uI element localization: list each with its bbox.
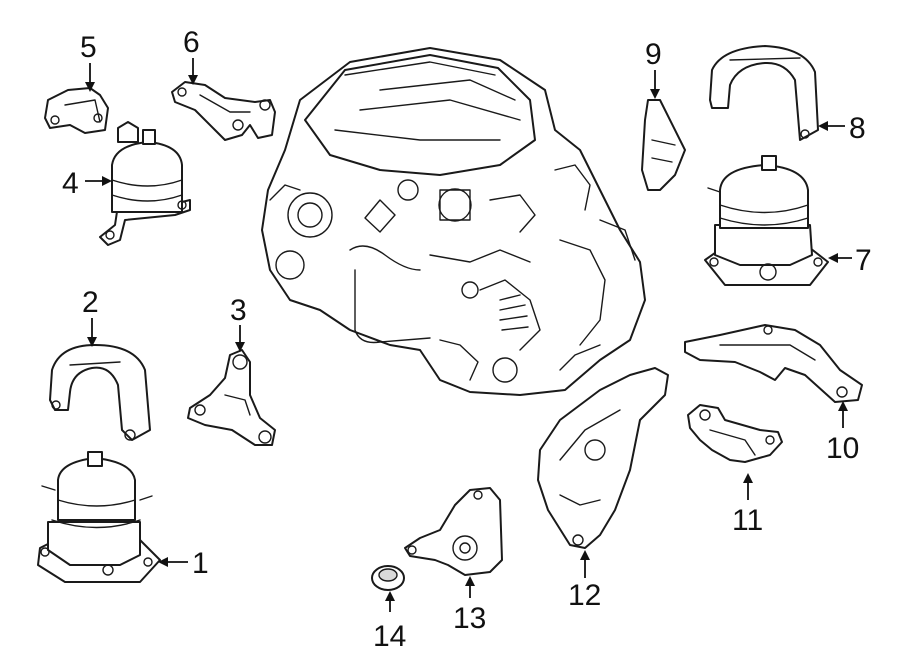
callout-11-number: 11 [732,504,763,537]
part-12-large-bracket [537,367,669,549]
callout-10-number: 10 [826,432,859,465]
callout-4: 4 [62,167,112,200]
callout-7: 7 [828,244,872,277]
callout-6-number: 6 [183,26,200,59]
callout-12-number: 12 [568,579,601,612]
engine-assembly [261,47,646,396]
part-5-small-bracket [44,87,109,134]
part-14-grommet [371,565,405,591]
callout-14-number: 14 [373,620,406,653]
callout-3-number: 3 [230,294,247,327]
callout-14: 14 [373,591,406,653]
part-4-engine-mount [99,121,191,246]
callout-6: 6 [183,26,200,85]
callout-5: 5 [80,31,97,92]
part-1-engine-mount [37,451,161,583]
callout-1: 1 [158,547,209,580]
callout-9-number: 9 [645,38,662,71]
callout-9: 9 [645,38,662,99]
callout-3: 3 [230,294,247,352]
part-9-plate-bracket [641,99,686,191]
callout-11: 11 [732,473,763,537]
callout-12: 12 [568,550,601,612]
part-6-bracket [171,81,276,141]
part-7-engine-mount [704,155,829,286]
callout-10: 10 [826,401,859,465]
part-10-bracket [684,324,863,403]
part-13-mount-bracket [404,487,503,576]
callout-2: 2 [82,286,99,347]
callout-13-number: 13 [453,602,486,635]
callout-4-number: 4 [62,167,79,200]
part-3-bracket [187,349,276,446]
callout-7-number: 7 [855,244,872,277]
callout-8: 8 [818,112,866,145]
callout-13: 13 [453,576,486,635]
part-11-bracket [687,404,783,463]
callout-5-number: 5 [80,31,97,64]
part-2-bracket-arch [49,344,151,441]
callout-1-number: 1 [192,547,209,580]
callout-2-number: 2 [82,286,99,319]
part-8-bracket-arch [709,45,819,141]
callout-8-number: 8 [849,112,866,145]
